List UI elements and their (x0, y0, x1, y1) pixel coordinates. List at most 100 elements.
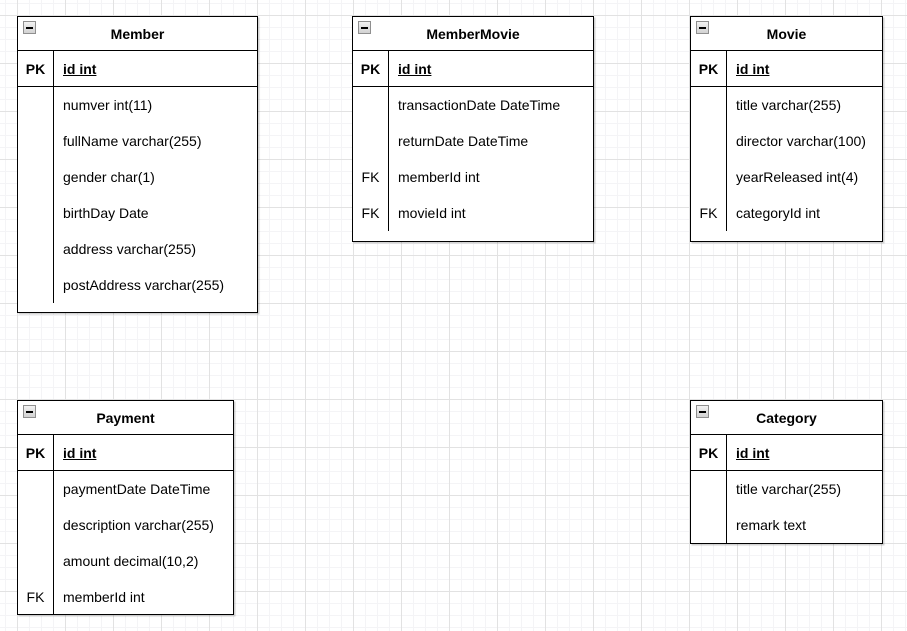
table-row[interactable]: paymentDate DateTime (18, 471, 233, 507)
table-title: Member (110, 25, 165, 42)
table-header: Payment (18, 401, 233, 435)
row-field-label: numver int(11) (63, 97, 153, 113)
minus-icon (361, 26, 368, 29)
table-row[interactable]: fullName varchar(255) (18, 123, 257, 159)
table-header: Category (691, 401, 882, 435)
entity-table-category[interactable]: Category PK id int title varchar(255) re… (690, 400, 883, 544)
row-field-label: yearReleased int(4) (736, 169, 859, 185)
row-field-label: fullName varchar(255) (63, 133, 202, 149)
collapse-toggle-button[interactable] (696, 21, 709, 34)
table-row[interactable]: FK movieId int (353, 195, 593, 231)
row-field-label: address varchar(255) (63, 241, 197, 257)
row-key-label (18, 471, 54, 507)
table-row[interactable]: gender char(1) (18, 159, 257, 195)
pk-label: PK (18, 435, 54, 470)
table-title: Movie (766, 25, 807, 42)
row-field-label: gender char(1) (63, 169, 155, 185)
table-title: MemberMovie (426, 25, 520, 42)
table-header: MemberMovie (353, 17, 593, 51)
pk-field: id int (736, 60, 770, 77)
row-key-label (691, 87, 727, 123)
row-field-label: postAddress varchar(255) (63, 277, 225, 293)
row-key-label (18, 159, 54, 195)
table-row[interactable]: yearReleased int(4) (691, 159, 882, 195)
pk-label: PK (18, 51, 54, 86)
table-header: Movie (691, 17, 882, 51)
table-row[interactable]: address varchar(255) (18, 231, 257, 267)
primary-key-row[interactable]: PK id int (353, 51, 593, 87)
pk-label: PK (691, 435, 727, 470)
table-body: paymentDate DateTime description varchar… (18, 471, 233, 614)
table-title: Category (756, 409, 817, 426)
table-row[interactable]: title varchar(255) (691, 87, 882, 123)
table-row[interactable]: numver int(11) (18, 87, 257, 123)
pk-field: id int (63, 444, 97, 461)
collapse-toggle-button[interactable] (23, 21, 36, 34)
table-row[interactable]: description varchar(255) (18, 507, 233, 543)
row-field-label: categoryId int (736, 205, 821, 221)
row-field-label: movieId int (398, 205, 466, 221)
row-field-label: description varchar(255) (63, 517, 214, 533)
table-row[interactable]: returnDate DateTime (353, 123, 593, 159)
collapse-toggle-button[interactable] (23, 405, 36, 418)
table-body: title varchar(255) director varchar(100)… (691, 87, 882, 241)
row-key-label (691, 123, 727, 159)
row-field-label: birthDay Date (63, 205, 149, 221)
row-field-label: paymentDate DateTime (63, 481, 211, 497)
collapse-toggle-button[interactable] (696, 405, 709, 418)
entity-table-payment[interactable]: Payment PK id int paymentDate DateTime d… (17, 400, 234, 615)
primary-key-row[interactable]: PK id int (18, 435, 233, 471)
minus-icon (26, 26, 33, 29)
table-body: transactionDate DateTime returnDate Date… (353, 87, 593, 241)
row-field-label: director varchar(100) (736, 133, 866, 149)
table-body: numver int(11) fullName varchar(255) gen… (18, 87, 257, 312)
entity-table-member[interactable]: Member PK id int numver int(11) fullName… (17, 16, 258, 313)
row-key-label (18, 507, 54, 543)
collapse-toggle-button[interactable] (358, 21, 371, 34)
table-row[interactable]: FK categoryId int (691, 195, 882, 231)
table-row[interactable]: birthDay Date (18, 195, 257, 231)
table-row[interactable]: title varchar(255) (691, 471, 882, 507)
table-row[interactable]: FK memberId int (353, 159, 593, 195)
row-key-label (18, 87, 54, 123)
row-key-label (353, 87, 389, 123)
row-key-label (18, 231, 54, 267)
table-row[interactable]: remark text (691, 507, 882, 543)
row-key-label (353, 123, 389, 159)
row-key-label (691, 507, 727, 543)
row-key-label (18, 543, 54, 579)
pk-field: id int (63, 60, 97, 77)
table-row[interactable]: postAddress varchar(255) (18, 267, 257, 303)
pk-label: PK (691, 51, 727, 86)
table-title: Payment (96, 409, 155, 426)
minus-icon (699, 26, 706, 29)
pk-field: id int (398, 60, 432, 77)
minus-icon (26, 410, 33, 413)
primary-key-row[interactable]: PK id int (18, 51, 257, 87)
pk-field: id int (736, 444, 770, 461)
row-field-label: transactionDate DateTime (398, 97, 561, 113)
primary-key-row[interactable]: PK id int (691, 51, 882, 87)
entity-table-movie[interactable]: Movie PK id int title varchar(255) direc… (690, 16, 883, 242)
entity-table-membermovie[interactable]: MemberMovie PK id int transactionDate Da… (352, 16, 594, 242)
row-field-label: amount decimal(10,2) (63, 553, 199, 569)
table-row[interactable]: FK memberId int (18, 579, 233, 614)
row-field-label: memberId int (398, 169, 480, 185)
primary-key-row[interactable]: PK id int (691, 435, 882, 471)
row-key-label: FK (353, 195, 389, 231)
row-key-label (18, 195, 54, 231)
row-field-label: title varchar(255) (736, 481, 842, 497)
row-field-label: memberId int (63, 589, 145, 605)
table-row[interactable]: transactionDate DateTime (353, 87, 593, 123)
table-body: title varchar(255) remark text (691, 471, 882, 543)
pk-label: PK (353, 51, 389, 86)
row-key-label: FK (18, 579, 54, 614)
row-key-label (691, 471, 727, 507)
table-row[interactable]: amount decimal(10,2) (18, 543, 233, 579)
table-header: Member (18, 17, 257, 51)
row-key-label (691, 159, 727, 195)
table-row[interactable]: director varchar(100) (691, 123, 882, 159)
minus-icon (699, 410, 706, 413)
row-field-label: title varchar(255) (736, 97, 842, 113)
